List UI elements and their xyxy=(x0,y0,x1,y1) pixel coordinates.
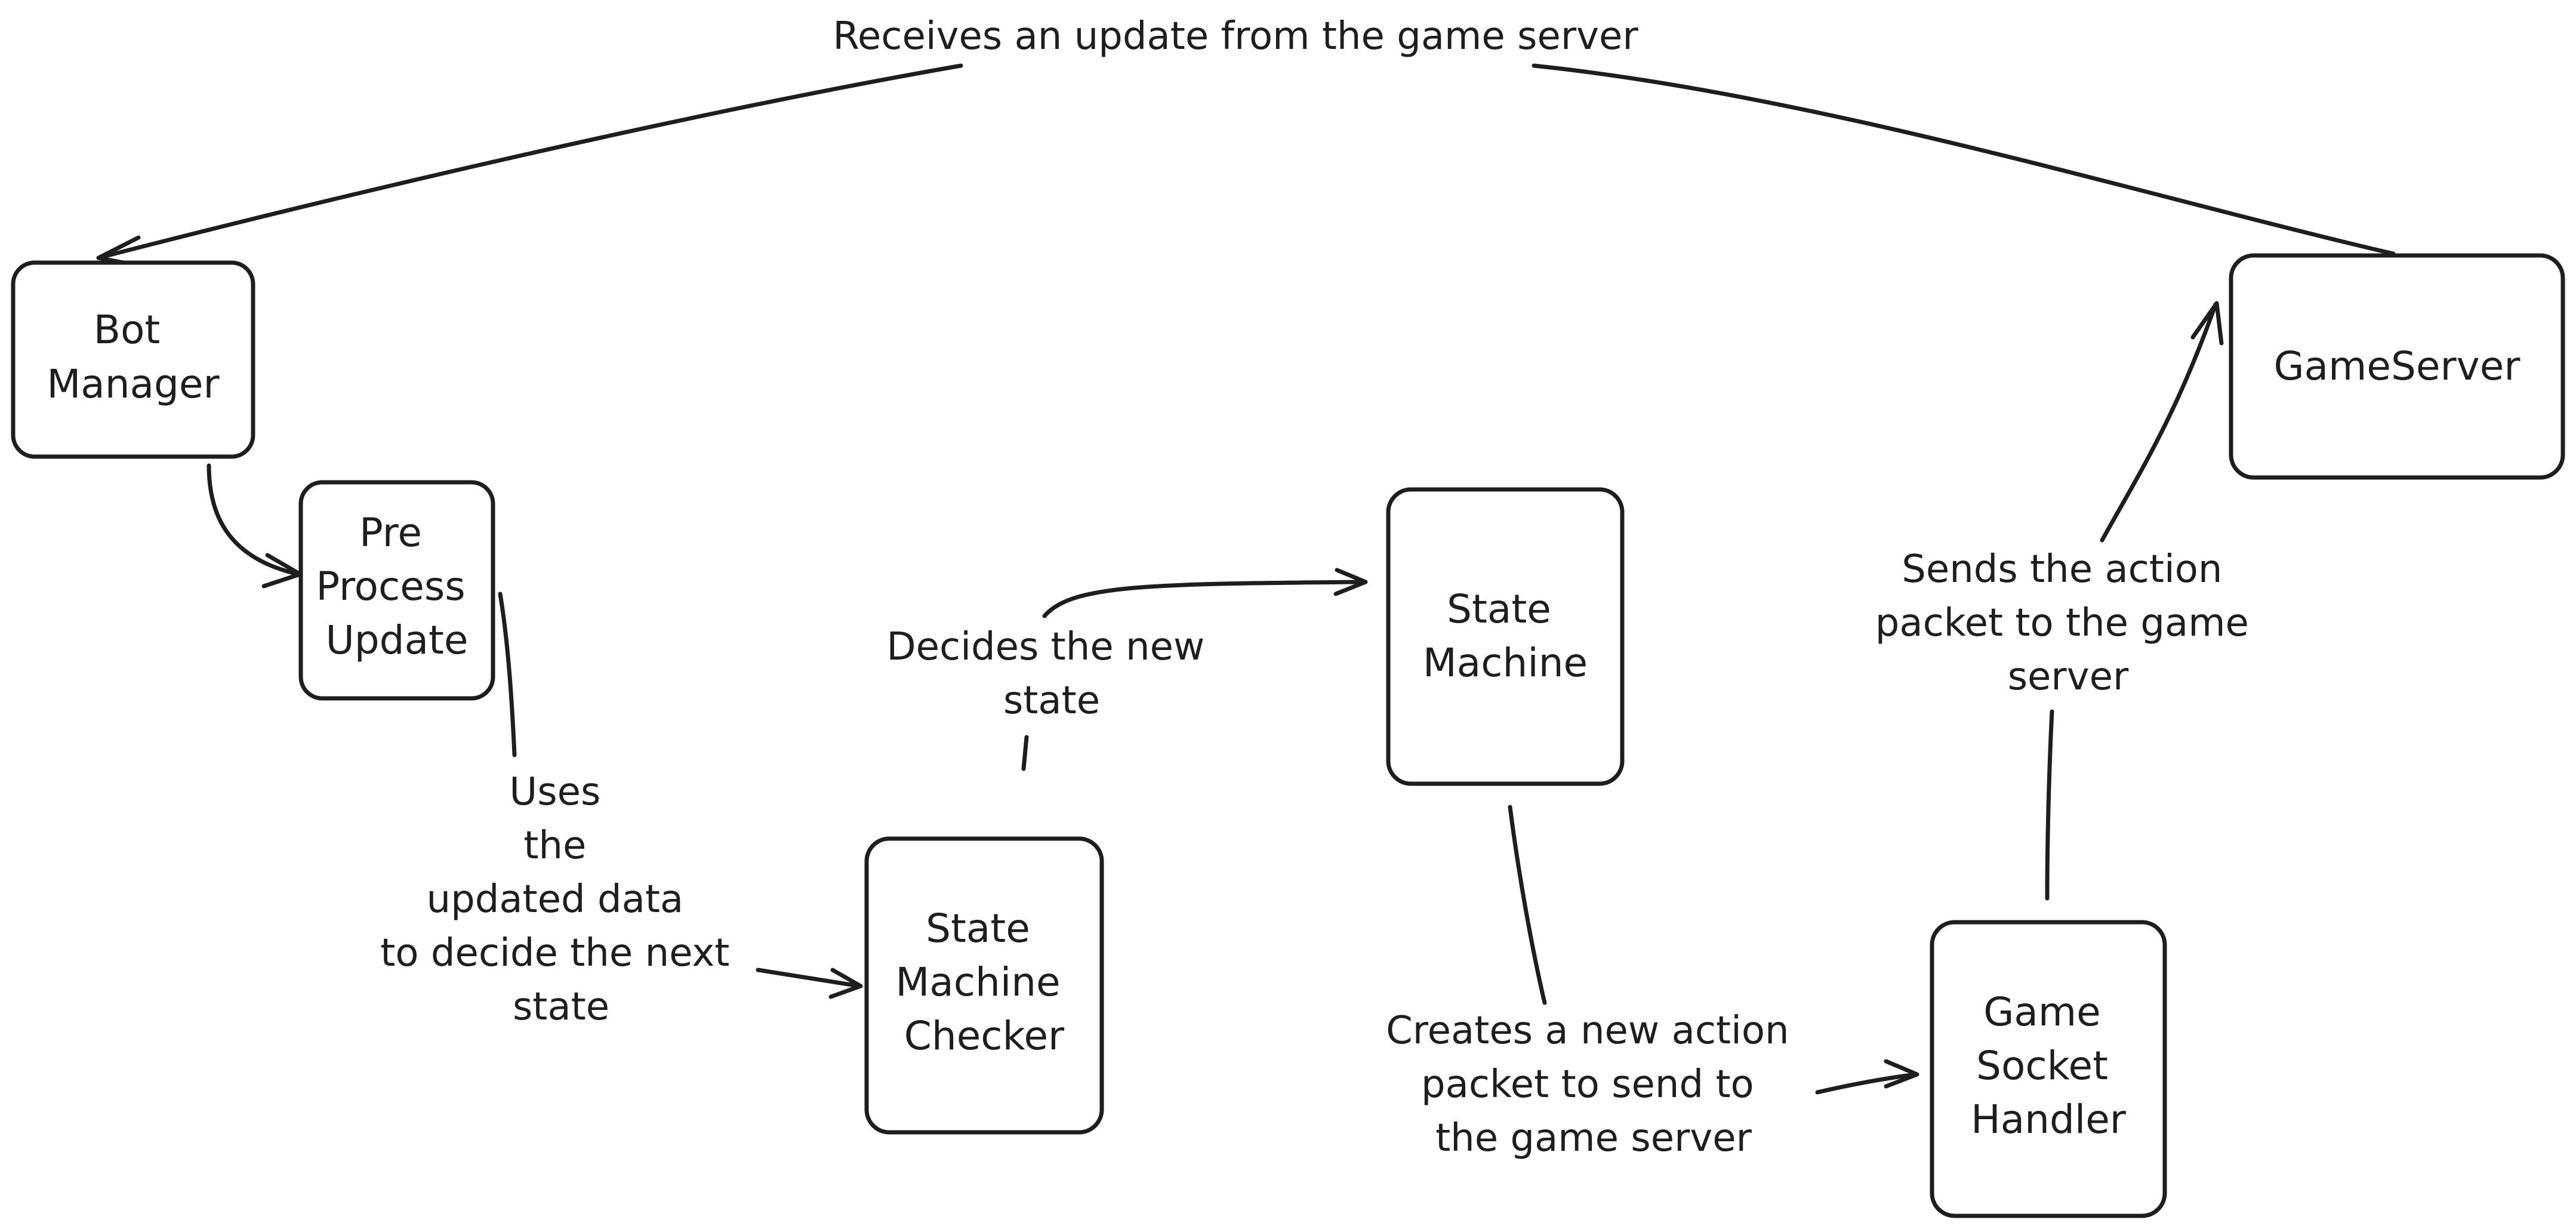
node-label: Process xyxy=(316,563,465,609)
svg-text:State Machine Chec: State Machine Checker xyxy=(895,905,1073,1059)
edge-line-receives-update-left xyxy=(96,63,963,260)
edge-label-line: Decides the new xyxy=(886,625,1204,669)
svg-text:Pre Process Update: Pre Process Update xyxy=(316,510,477,663)
edge-label-creates-action-packet: Creates a new action packet to send to t… xyxy=(1386,1009,1801,1160)
edge-label-decides-new-state: Decides the new state xyxy=(886,625,1216,723)
edge-label-line: packet to the game xyxy=(1875,601,2249,645)
node-label: State xyxy=(1447,586,1551,632)
node-label: Game xyxy=(1983,989,2101,1035)
node-pre-process-update[interactable]: Pre Process Update xyxy=(298,480,495,701)
svg-text:State Machine: State Machine xyxy=(1423,586,1588,686)
edge-line-state-machine-down xyxy=(1508,805,1547,1005)
edge-label-line: to decide the next xyxy=(380,931,729,975)
edge-label-line: Receives an update from the game server xyxy=(833,14,1638,58)
edge-line-uses-data-to-checker xyxy=(756,968,862,988)
node-game-server[interactable]: GameServer xyxy=(2229,253,2565,480)
arrowhead-checker-to-state-machine xyxy=(1333,568,1368,596)
edge-label-line: server xyxy=(2008,655,2129,699)
edge-label-uses-updated-data: Uses the updated data to decide the next… xyxy=(380,770,741,1029)
svg-text:Bot Manager: Bot Manager xyxy=(47,307,220,407)
edge-line-socket-up xyxy=(2045,709,2054,901)
edge-line-bot-to-preprocess xyxy=(207,463,301,577)
edge-label-line: Sends the action xyxy=(1902,547,2222,592)
edge-label-line: state xyxy=(513,985,609,1029)
edge-label-line: packet to send to xyxy=(1421,1062,1754,1107)
node-label: Bot xyxy=(94,307,161,353)
edge-label-line: the game server xyxy=(1435,1116,1752,1160)
node-label: Handler xyxy=(1971,1096,2127,1142)
edge-label-line: Uses xyxy=(509,770,600,814)
edge-label-receives-update: Receives an update from the game server xyxy=(833,14,1638,58)
arrowhead-to-gameserver xyxy=(2190,301,2224,346)
svg-text:GameServer: GameServer xyxy=(2274,343,2521,389)
node-label: GameServer xyxy=(2274,343,2521,389)
edge-line-checker-to-state-tick xyxy=(1021,735,1029,771)
edge-label-line: Creates a new action xyxy=(1386,1009,1789,1053)
edge-line-preprocess-to-checker xyxy=(498,592,517,757)
node-label: Socket xyxy=(1976,1043,2108,1089)
edge-label-sends-action-packet: Sends the action packet to the game serv… xyxy=(1875,547,2261,699)
edge-label-line: the xyxy=(523,824,586,868)
node-label: Machine xyxy=(1423,640,1588,686)
edge-line-to-socket-handler xyxy=(1815,1072,1918,1095)
node-label: Update xyxy=(325,617,468,663)
edge-line-to-gameserver xyxy=(2100,302,2218,543)
node-label: Pre xyxy=(359,510,422,556)
node-label: State xyxy=(926,905,1030,951)
connectors xyxy=(96,63,2396,1095)
node-label: Manager xyxy=(47,361,220,407)
node-game-socket-handler[interactable]: Game Socket Handler xyxy=(1930,920,2167,1218)
node-state-machine[interactable]: State Machine xyxy=(1386,487,1625,786)
svg-text:Game Socket Handle: Game Socket Handler xyxy=(1971,989,2127,1142)
node-label: Machine xyxy=(895,959,1060,1005)
arrowhead-to-socket-handler xyxy=(1884,1059,1919,1089)
edge-label-line: state xyxy=(1003,679,1100,723)
edge-line-receives-update xyxy=(1532,63,2396,256)
node-state-machine-checker[interactable]: State Machine Checker xyxy=(864,836,1104,1135)
edge-label-line: updated data xyxy=(427,877,684,922)
edge-line-checker-to-state-machine xyxy=(1042,580,1366,618)
node-label: Checker xyxy=(904,1013,1065,1059)
node-bot-manager[interactable]: Bot Manager xyxy=(11,260,255,459)
arrowhead-uses-data-to-checker xyxy=(828,968,863,999)
